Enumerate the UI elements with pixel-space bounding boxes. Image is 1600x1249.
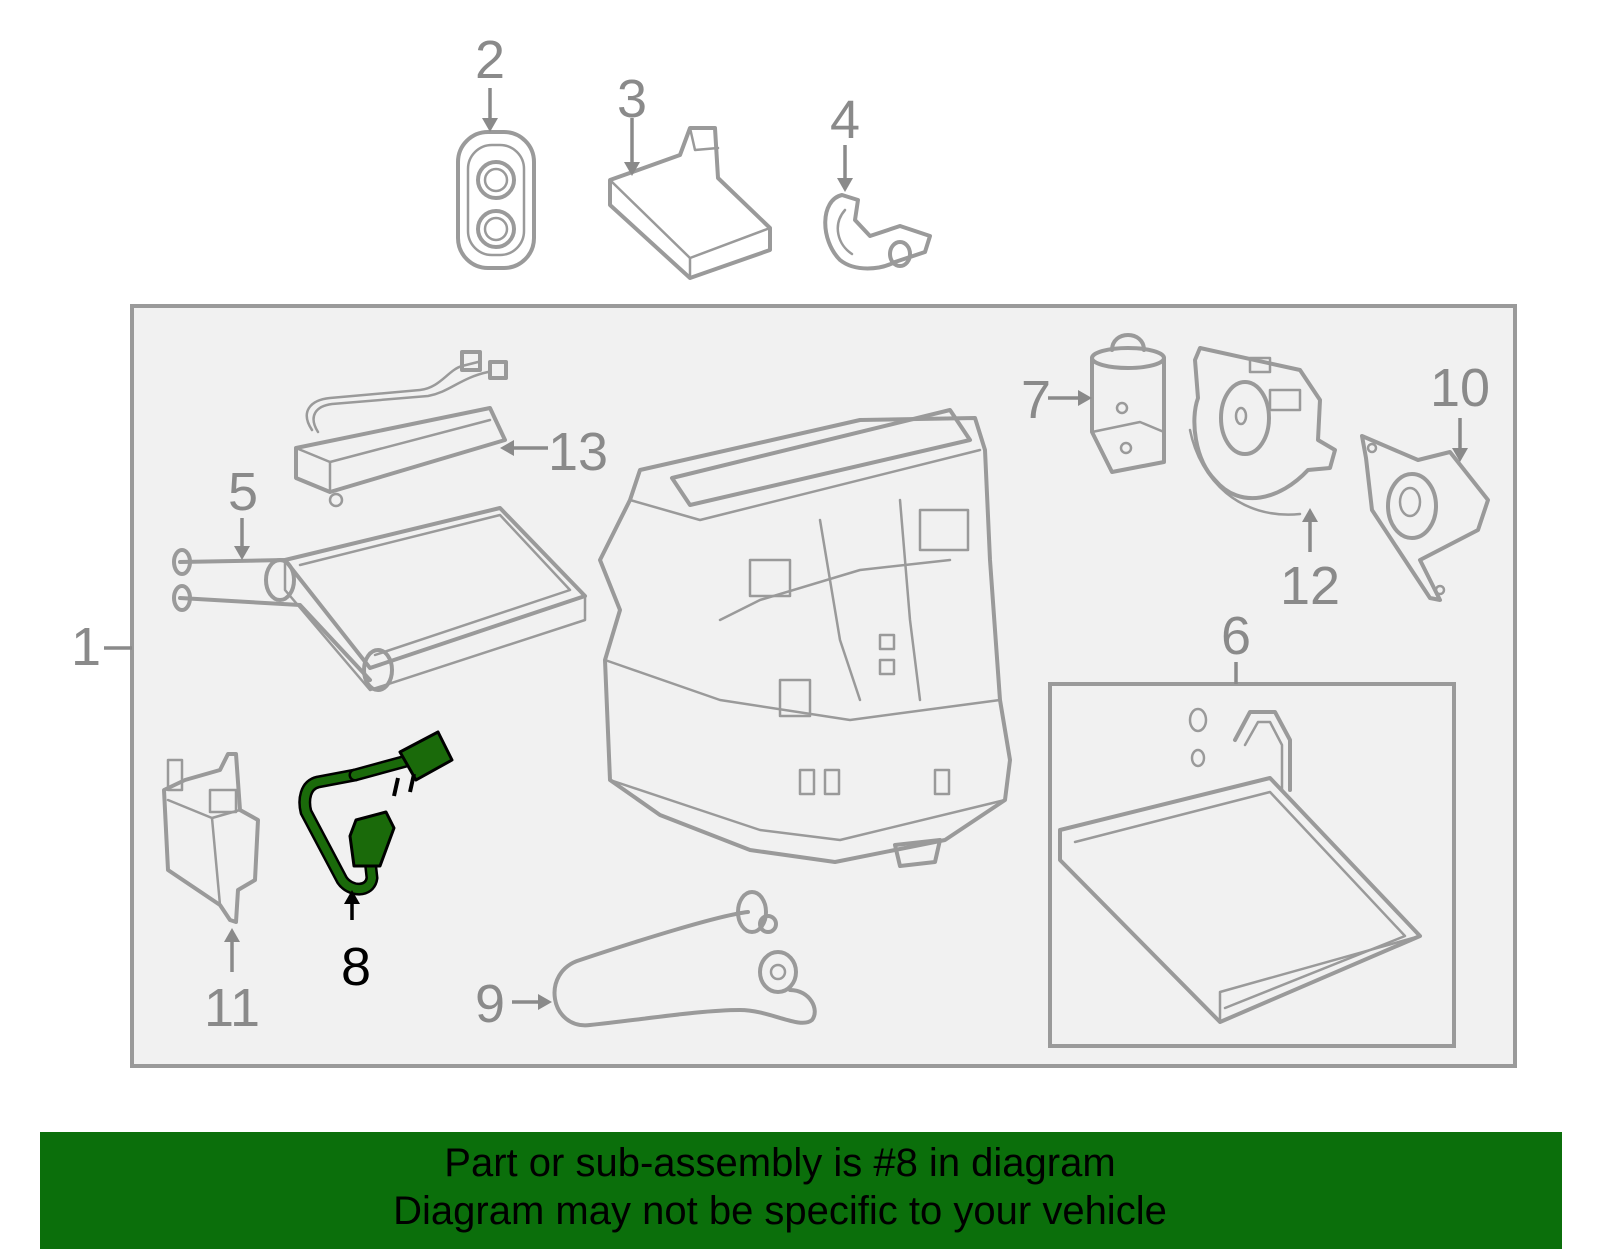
info-banner: Part or sub-assembly is #8 in diagram Di… xyxy=(40,1132,1562,1249)
part-3-filter[interactable] xyxy=(608,126,772,280)
callout-12: 12 xyxy=(1280,556,1340,616)
part-2-grommet[interactable] xyxy=(456,130,536,270)
callout-6: 6 xyxy=(1221,606,1251,666)
callout-1: 1 xyxy=(71,617,101,677)
part-7-valve[interactable] xyxy=(1090,333,1166,474)
callout-11: 11 xyxy=(204,978,260,1038)
part-5-heater-core[interactable] xyxy=(172,506,587,692)
part-6-evaporator[interactable] xyxy=(1058,707,1422,1024)
callout-4: 4 xyxy=(830,90,860,150)
banner-line-2: Diagram may not be specific to your vehi… xyxy=(393,1189,1167,1233)
part-12-blower[interactable] xyxy=(1188,346,1337,516)
callout-3: 3 xyxy=(617,69,647,129)
banner-line-1: Part or sub-assembly is #8 in diagram xyxy=(444,1141,1116,1185)
part-8-harness[interactable] xyxy=(298,730,454,896)
callout-5: 5 xyxy=(228,462,258,522)
evaporator-frame xyxy=(1048,682,1456,1048)
part-11-actuator[interactable] xyxy=(162,752,260,924)
callout-13: 13 xyxy=(548,422,608,482)
part-10-motor[interactable] xyxy=(1360,434,1490,602)
callout-7: 7 xyxy=(1021,370,1051,430)
callout-8: 8 xyxy=(341,937,371,997)
part-4-hose[interactable] xyxy=(823,193,932,271)
hvac-housing xyxy=(598,408,1012,868)
callout-10: 10 xyxy=(1430,358,1490,418)
callout-2: 2 xyxy=(475,30,505,90)
part-9-sensor[interactable] xyxy=(552,890,817,1028)
part-13-wiring[interactable] xyxy=(294,350,508,508)
callout-9: 9 xyxy=(475,974,505,1034)
